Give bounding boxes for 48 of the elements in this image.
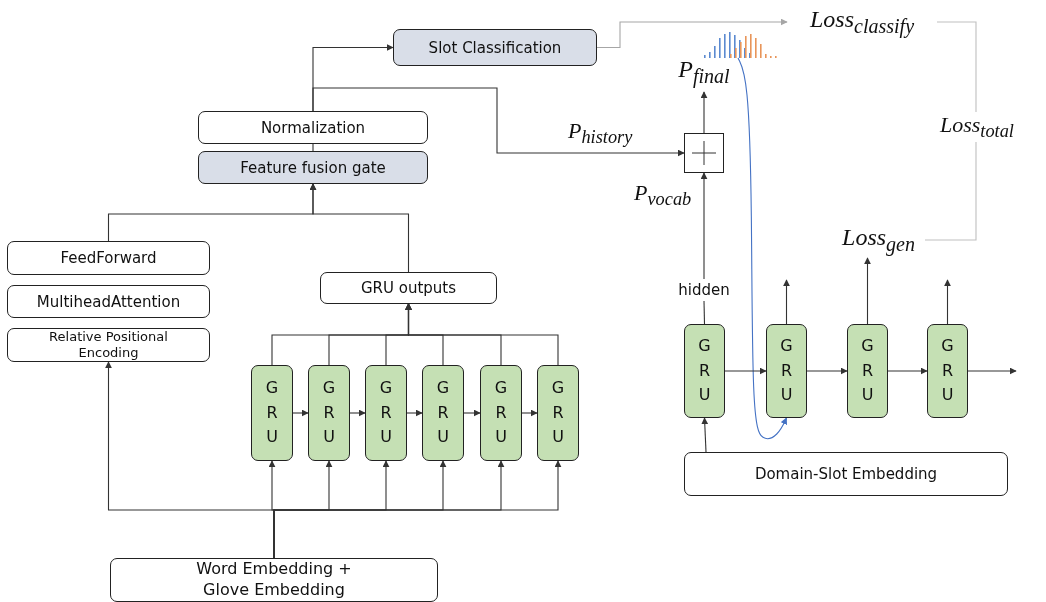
- arrow: [967, 367, 1017, 375]
- arrow: [312, 87, 685, 157]
- process-box: Domain-Slot Embedding: [684, 452, 1008, 496]
- arrow: [309, 183, 410, 273]
- gru-cell: GRU: [422, 365, 464, 461]
- process-box: Word Embedding + Glove Embedding: [110, 558, 438, 602]
- loss-label: Loss$_{gen}$: [842, 224, 915, 256]
- arrow: [521, 409, 538, 417]
- gru-cell: GRU: [480, 365, 522, 461]
- arrow: [783, 279, 790, 325]
- process-box: MultiheadAttention: [7, 285, 210, 318]
- arrow: [349, 409, 366, 417]
- gru-cell: GRU: [847, 324, 888, 418]
- gru-cell: GRU: [766, 324, 807, 418]
- hidden-label: hidden: [678, 281, 730, 299]
- arrow: [737, 57, 788, 440]
- arrow: [864, 257, 871, 325]
- process-box: Feature fusion gate: [198, 151, 428, 184]
- connector-line: [312, 143, 314, 152]
- sum-node: [684, 133, 724, 173]
- arrow: [700, 172, 708, 280]
- arrow: [724, 367, 767, 375]
- arrow: [292, 409, 309, 417]
- gru-cell: GRU: [308, 365, 350, 461]
- arrow: [406, 409, 423, 417]
- process-box: Normalization: [198, 111, 428, 144]
- connector-line: [924, 21, 977, 241]
- process-box: FeedForward: [7, 241, 210, 275]
- arrow: [806, 367, 848, 375]
- gru-cell: GRU: [927, 324, 968, 418]
- gru-cell: GRU: [251, 365, 293, 461]
- arrow: [596, 18, 788, 49]
- process-box: Slot Classification: [393, 29, 597, 66]
- arrow: [887, 367, 928, 375]
- probability-label: P$_{final}$: [678, 56, 730, 88]
- gru-cell: GRU: [537, 365, 579, 461]
- gru-cell: GRU: [684, 324, 725, 418]
- gru-cell: GRU: [365, 365, 407, 461]
- loss-label: Loss$_{classify}$: [810, 6, 914, 38]
- process-box: GRU outputs: [320, 272, 497, 304]
- connector-line: [703, 300, 706, 325]
- arrow: [405, 303, 559, 366]
- arrow: [463, 409, 481, 417]
- edge-label: Loss$_{total}$: [940, 112, 1014, 143]
- process-box: Relative Positional Encoding: [7, 328, 210, 362]
- arrow: [700, 91, 708, 134]
- arrow: [701, 417, 709, 453]
- arrow: [944, 279, 951, 325]
